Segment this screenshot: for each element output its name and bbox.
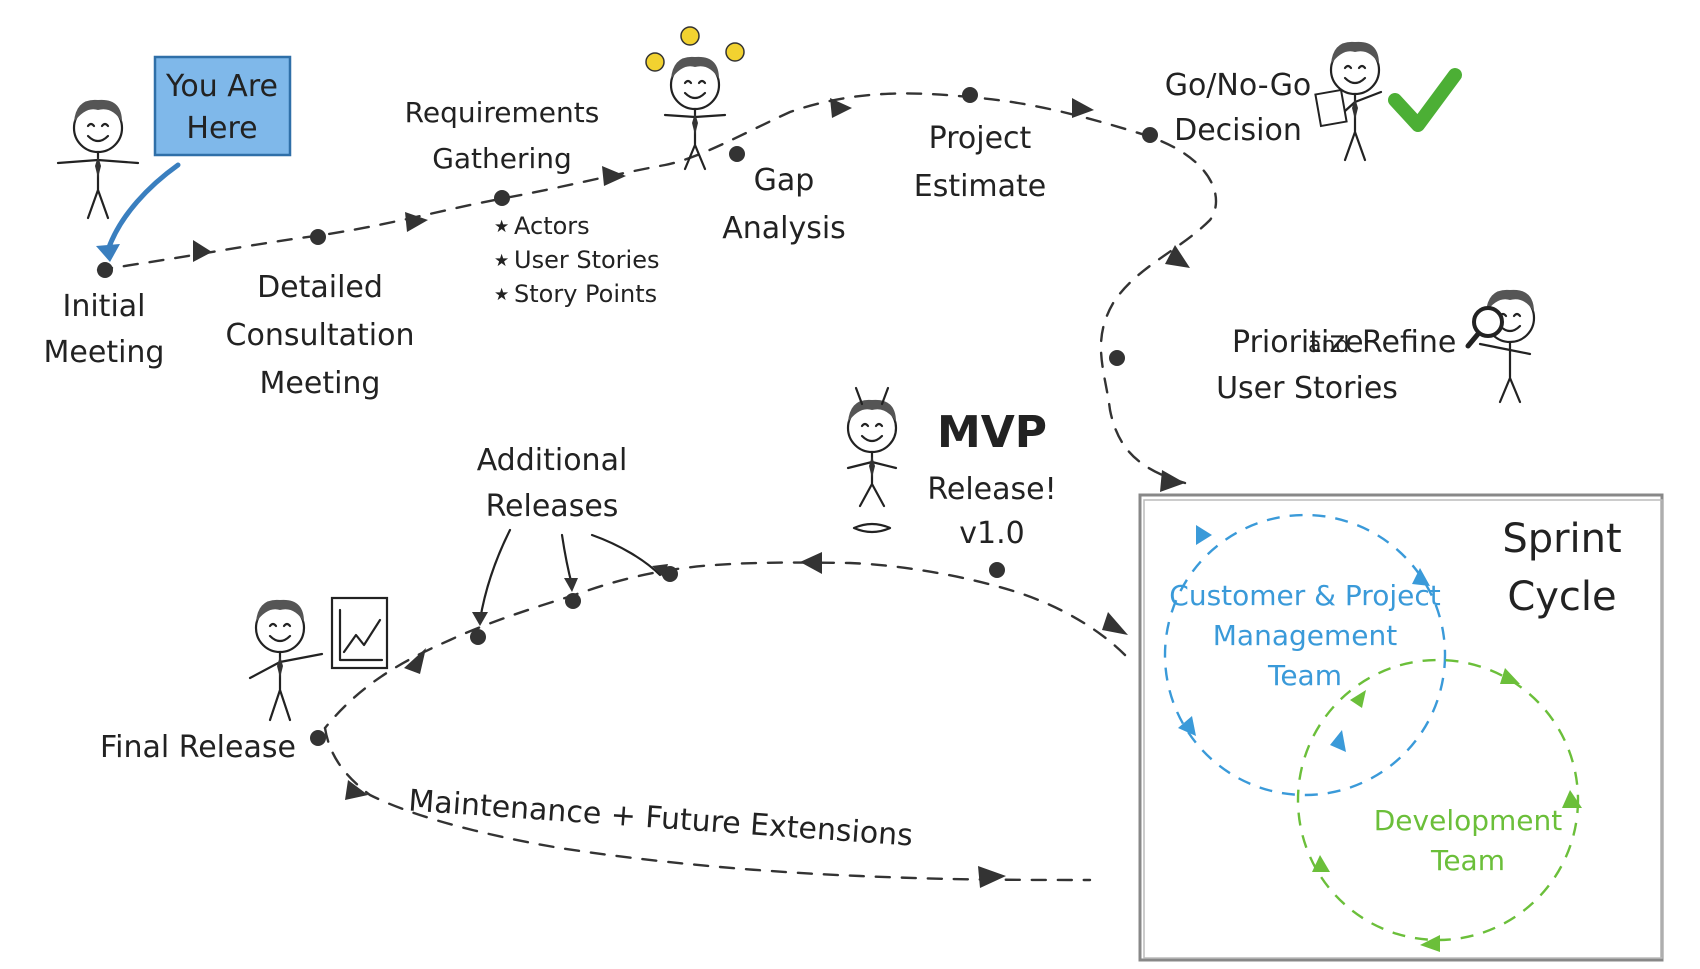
arrow-icon bbox=[345, 780, 368, 800]
additional-line1: Additional bbox=[477, 443, 628, 478]
maintenance-label: Maintenance + Future Extensions bbox=[407, 783, 914, 853]
additional-pointers bbox=[472, 528, 668, 626]
development-line1: Development bbox=[1374, 804, 1563, 837]
arrow-icon bbox=[830, 98, 852, 118]
svg-text:★: ★ bbox=[494, 285, 509, 305]
prioritize-line2: User Stories bbox=[1216, 371, 1398, 406]
arrow-icon bbox=[800, 552, 822, 574]
arrow-icon bbox=[1072, 98, 1094, 118]
gap-line1: Gap bbox=[754, 163, 815, 198]
prioritize-word1: Prioritize bbox=[1232, 325, 1364, 360]
detailed-line2: Consultation bbox=[226, 318, 415, 353]
person-icon bbox=[56, 98, 140, 220]
development-line2: Team bbox=[1430, 844, 1505, 877]
prioritize-word3: Refine bbox=[1362, 325, 1456, 360]
path-arrows bbox=[193, 98, 1190, 888]
you-are-here-callout: You Are Here bbox=[96, 55, 292, 262]
additional-line2: Releases bbox=[486, 489, 619, 524]
final-release-label: Final Release bbox=[100, 730, 296, 765]
estimate-line2: Estimate bbox=[914, 169, 1047, 204]
sprint-title2: Cycle bbox=[1507, 574, 1616, 620]
arrow-icon bbox=[978, 866, 1006, 888]
you-are-here-box bbox=[153, 55, 292, 157]
arrow-icon bbox=[602, 166, 626, 186]
initial-line2: Meeting bbox=[44, 335, 165, 370]
requirements-bullet: User Stories bbox=[514, 246, 659, 274]
gap-line2: Analysis bbox=[722, 211, 846, 246]
development-cycle: Development Team bbox=[1296, 658, 1582, 952]
arrow-icon bbox=[96, 244, 120, 262]
svg-text:★: ★ bbox=[494, 217, 509, 237]
chart-board-icon bbox=[330, 596, 389, 670]
you-are-here-arrow bbox=[105, 162, 181, 253]
requirements-bullet: Story Points bbox=[514, 280, 657, 308]
estimate-line1: Project bbox=[929, 121, 1032, 156]
gonogo-line1: Go/No-Go bbox=[1165, 68, 1312, 103]
detailed-line1: Detailed bbox=[257, 270, 383, 305]
you-are-here-line1: You Are bbox=[165, 69, 278, 104]
person-icon bbox=[663, 55, 727, 171]
customer-cycle: Customer & Project Management Team bbox=[1163, 513, 1447, 797]
mvp-line3: v1.0 bbox=[959, 516, 1024, 551]
check-mark-icon bbox=[1388, 68, 1462, 132]
light-bulb-icon bbox=[645, 26, 745, 72]
person-icon bbox=[248, 598, 324, 722]
arrow-icon bbox=[405, 212, 428, 232]
magnifier-icon bbox=[1465, 306, 1504, 349]
person-icon bbox=[1478, 288, 1536, 404]
sprint-title1: Sprint bbox=[1502, 516, 1621, 562]
arrow-icon bbox=[193, 240, 212, 262]
arrow-icon bbox=[1160, 470, 1185, 492]
mvp-line2: Release! bbox=[927, 472, 1056, 507]
initial-line1: Initial bbox=[62, 289, 145, 324]
requirements-line1: Requirements bbox=[405, 96, 600, 129]
you-are-here-line2: Here bbox=[186, 111, 257, 146]
customer-line1: Customer & Project bbox=[1169, 579, 1440, 612]
arrow-icon bbox=[404, 648, 426, 674]
requirements-bullet: Actors bbox=[514, 212, 590, 240]
prioritize-word2: and bbox=[1308, 333, 1349, 358]
customer-line2: Management bbox=[1213, 619, 1397, 652]
clipboard-icon bbox=[1314, 88, 1348, 128]
requirements-bullets: ★ Actors ★ User Stories ★ Story Points bbox=[494, 212, 659, 308]
requirements-line2: Gathering bbox=[432, 142, 572, 175]
mvp-title: MVP bbox=[937, 407, 1047, 458]
arrow-icon bbox=[1165, 245, 1190, 268]
arrow-icon bbox=[1102, 612, 1128, 635]
svg-text:★: ★ bbox=[494, 251, 509, 271]
customer-line3: Team bbox=[1267, 659, 1342, 692]
sprint-cycle-box: Sprint Cycle Customer & Project Manageme… bbox=[1138, 493, 1664, 962]
person-icon bbox=[846, 386, 898, 534]
gonogo-line2: Decision bbox=[1174, 113, 1302, 148]
detailed-line3: Meeting bbox=[260, 366, 381, 401]
